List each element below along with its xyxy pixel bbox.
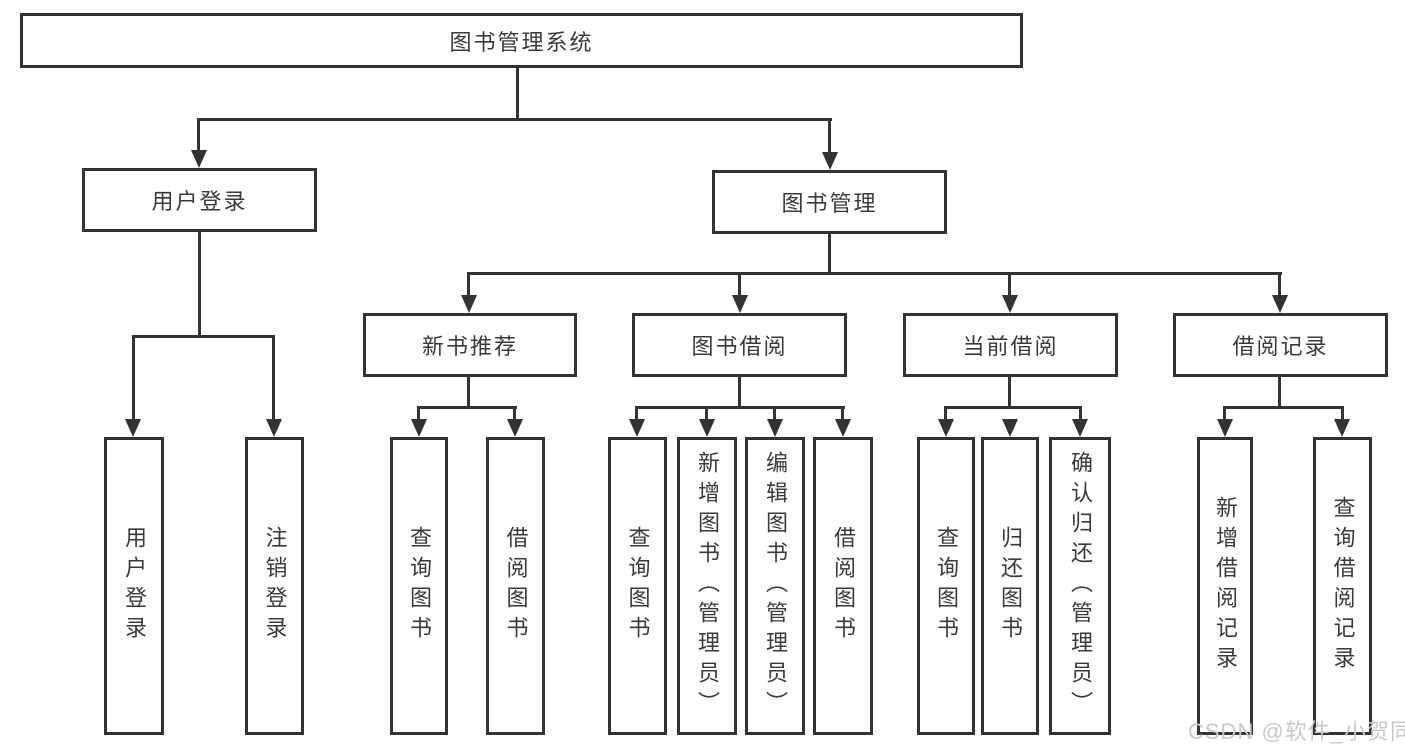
arrow-down-icon [507,419,523,437]
connector-line [272,335,275,421]
connector-line [468,272,1282,275]
leaf-label: 借阅图书 [503,526,529,646]
node-label: 用户登录 [151,189,248,214]
leaf-query-borrow-record: 查询借阅记录 [1313,437,1372,735]
node-borrowing-records: 借阅记录 [1173,313,1388,377]
leaf-label: 确认归还（管理员） [1068,451,1093,721]
leaf-label: 查询图书 [625,526,651,646]
arrow-down-icon [732,295,748,313]
leaf-borrow-books-recommendation: 借阅图书 [486,437,545,735]
connector-line [197,118,832,121]
leaf-logout: 注销登录 [245,437,304,735]
leaf-label: 查询图书 [934,526,959,646]
connector-line [738,377,741,409]
node-new-book-recommendation: 新书推荐 [363,313,577,377]
leaf-label: 用户登录 [122,526,147,646]
node-label: 借阅记录 [1232,334,1329,359]
connector-line [132,335,135,421]
arrow-down-icon [1217,419,1233,437]
leaf-return-books: 归还图书 [981,437,1039,735]
arrow-down-icon [125,419,141,437]
connector-line [1008,272,1011,297]
leaf-query-books-current: 查询图书 [917,437,975,735]
connector-line [705,406,708,422]
connector-line [1278,272,1281,297]
arrow-down-icon [1334,419,1350,437]
connector-line [828,234,831,275]
connector-line [132,335,275,338]
leaf-user-login: 用户登录 [104,437,164,735]
arrow-down-icon [461,295,477,313]
arrow-down-icon [1002,419,1018,437]
arrow-down-icon [411,419,427,437]
csdn-watermark: CSDN @软件_小贺同学 [1188,719,1405,744]
arrow-down-icon [1072,419,1088,437]
node-book-management: 图书管理 [712,170,947,234]
leaf-label: 编辑图书（管理员） [763,451,788,721]
connector-line [944,406,1082,409]
connector-line [467,377,470,409]
node-user-login: 用户登录 [82,168,317,232]
connector-line [944,406,947,422]
node-current-borrowing: 当前借阅 [903,313,1118,377]
leaf-label: 查询图书 [407,526,432,646]
leaf-label: 借阅图书 [831,526,856,646]
arrow-down-icon [767,419,783,437]
leaf-borrow-books-borrowing: 借阅图书 [813,437,873,735]
arrow-down-icon [266,419,282,437]
connector-line [467,272,470,297]
connector-line [1223,406,1226,422]
connector-line [1341,406,1344,422]
node-label: 图书借阅 [691,334,788,359]
node-label: 新书推荐 [421,334,518,359]
connector-line [635,406,845,409]
node-label: 当前借阅 [962,334,1059,359]
leaf-query-books-borrowing: 查询图书 [608,437,667,735]
connector-line [1008,377,1011,409]
arrow-down-icon [938,419,954,437]
connector-line [1278,377,1281,409]
leaf-confirm-return-admin: 确认归还（管理员） [1049,437,1111,735]
leaf-label: 新增借阅记录 [1213,496,1238,676]
node-book-borrowing: 图书借阅 [632,313,847,377]
connector-line [198,232,201,335]
leaf-add-books-admin: 新增图书（管理员） [677,437,737,735]
leaf-label: 查询借阅记录 [1330,496,1356,676]
connector-line [1223,406,1344,409]
connector-line [635,406,638,422]
leaf-label: 注销登录 [262,526,288,646]
connector-line [841,406,844,422]
arrow-down-icon [1002,295,1018,313]
arrow-down-icon [835,419,851,437]
connector-line [773,406,776,422]
connector-line [417,406,517,409]
connector-line [417,406,420,422]
leaf-label: 归还图书 [998,526,1023,646]
connector-line [738,272,741,297]
connector-line [828,118,831,154]
arrow-down-icon [822,152,838,170]
arrow-down-icon [191,150,207,168]
arrow-down-icon [629,419,645,437]
leaf-label: 新增图书（管理员） [695,451,720,721]
node-label: 图书管理系统 [449,29,594,55]
arrow-down-icon [1272,295,1288,313]
leaf-add-borrow-record: 新增借阅记录 [1197,437,1253,735]
connector-line [516,68,519,120]
connector-line [1079,406,1082,422]
leaf-edit-books-admin: 编辑图书（管理员） [745,437,805,735]
connector-line [513,406,516,422]
arrow-down-icon [699,419,715,437]
node-label: 图书管理 [781,191,878,216]
node-book-management-system: 图书管理系统 [20,13,1023,68]
leaf-query-books-recommendation: 查询图书 [390,437,448,735]
connector-line [197,118,200,152]
